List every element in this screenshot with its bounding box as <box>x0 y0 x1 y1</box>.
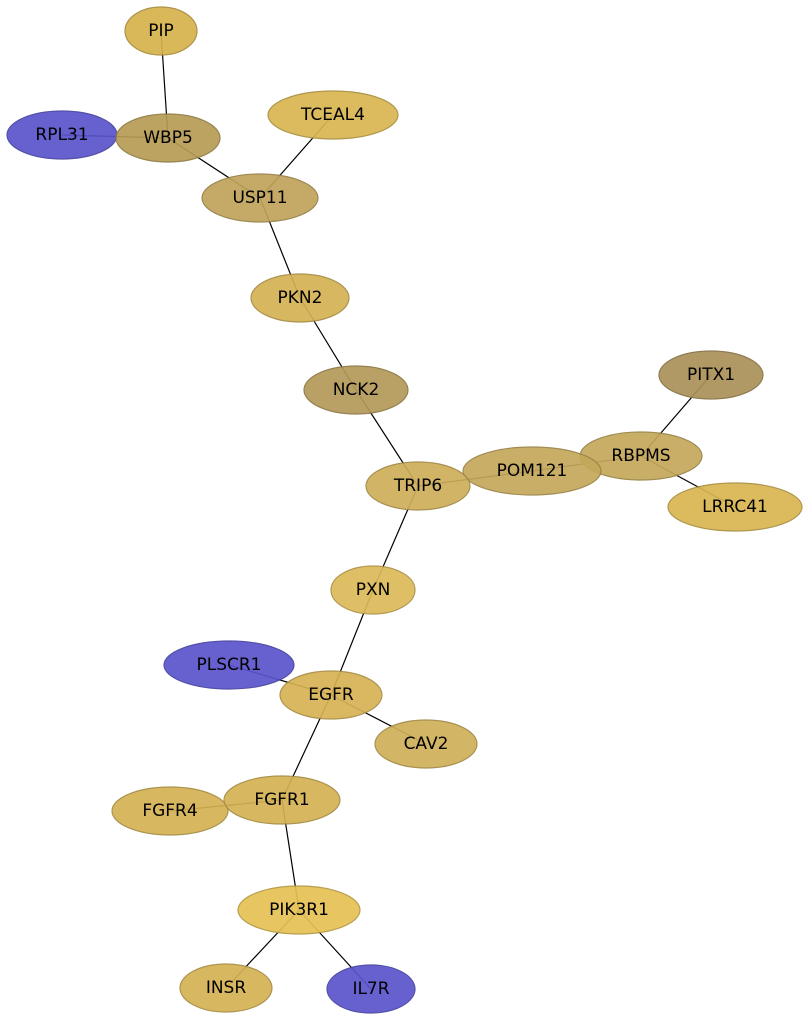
node-ellipse <box>279 670 383 720</box>
node-tceal4[interactable]: TCEAL4 <box>267 90 399 140</box>
edge-layer <box>61 30 736 990</box>
node-fgfr1[interactable]: FGFR1 <box>223 775 341 825</box>
node-ellipse <box>201 173 319 223</box>
node-label: EGFR <box>308 685 354 705</box>
node-pxn[interactable]: PXN <box>330 565 416 615</box>
node-label: TRIP6 <box>393 476 442 496</box>
node-ellipse <box>237 885 361 935</box>
node-ellipse <box>667 482 803 532</box>
node-label: POM121 <box>497 461 568 481</box>
node-label: LRRC41 <box>702 497 768 517</box>
node-label: TCEAL4 <box>300 105 365 125</box>
node-fgfr4[interactable]: FGFR4 <box>111 786 229 836</box>
node-plscr1[interactable]: PLSCR1 <box>163 640 295 690</box>
node-ellipse <box>267 90 399 140</box>
node-ellipse <box>163 640 295 690</box>
node-wbp5[interactable]: WBP5 <box>115 113 221 163</box>
node-ellipse <box>115 113 221 163</box>
node-label: PITX1 <box>687 365 735 385</box>
node-pip[interactable]: PIP <box>124 6 198 56</box>
node-label: PIK3R1 <box>269 900 329 920</box>
node-label: NCK2 <box>333 380 380 400</box>
node-rbpms[interactable]: RBPMS <box>579 431 703 481</box>
node-label: RPL31 <box>35 125 88 145</box>
node-label: PIP <box>148 21 174 41</box>
node-ellipse <box>250 273 350 323</box>
node-egfr[interactable]: EGFR <box>279 670 383 720</box>
node-label: PLSCR1 <box>196 655 261 675</box>
node-label: INSR <box>206 978 247 998</box>
node-usp11[interactable]: USP11 <box>201 173 319 223</box>
node-ellipse <box>223 775 341 825</box>
node-trip6[interactable]: TRIP6 <box>365 461 471 511</box>
node-ellipse <box>462 446 602 496</box>
node-label: FGFR1 <box>254 790 309 810</box>
node-ellipse <box>330 565 416 615</box>
node-ellipse <box>658 350 764 400</box>
node-ellipse <box>111 786 229 836</box>
node-ellipse <box>365 461 471 511</box>
node-label: PKN2 <box>278 288 323 308</box>
node-pkn2[interactable]: PKN2 <box>250 273 350 323</box>
node-insr[interactable]: INSR <box>179 963 273 1013</box>
node-lrrc41[interactable]: LRRC41 <box>667 482 803 532</box>
node-il7r[interactable]: IL7R <box>326 964 416 1014</box>
node-nck2[interactable]: NCK2 <box>303 365 409 415</box>
node-label: RBPMS <box>611 446 670 466</box>
node-label: PXN <box>356 580 391 600</box>
node-label: IL7R <box>352 979 389 999</box>
node-pik3r1[interactable]: PIK3R1 <box>237 885 361 935</box>
node-ellipse <box>374 719 478 769</box>
node-cav2[interactable]: CAV2 <box>374 719 478 769</box>
node-ellipse <box>326 964 416 1014</box>
node-label: USP11 <box>232 188 287 208</box>
node-pitx1[interactable]: PITX1 <box>658 350 764 400</box>
node-label: WBP5 <box>143 128 193 148</box>
node-label: FGFR4 <box>142 801 197 821</box>
node-ellipse <box>303 365 409 415</box>
node-label: CAV2 <box>404 734 449 754</box>
node-ellipse <box>124 6 198 56</box>
node-ellipse <box>179 963 273 1013</box>
node-rpl31[interactable]: RPL31 <box>6 110 118 160</box>
node-pom121[interactable]: POM121 <box>462 446 602 496</box>
